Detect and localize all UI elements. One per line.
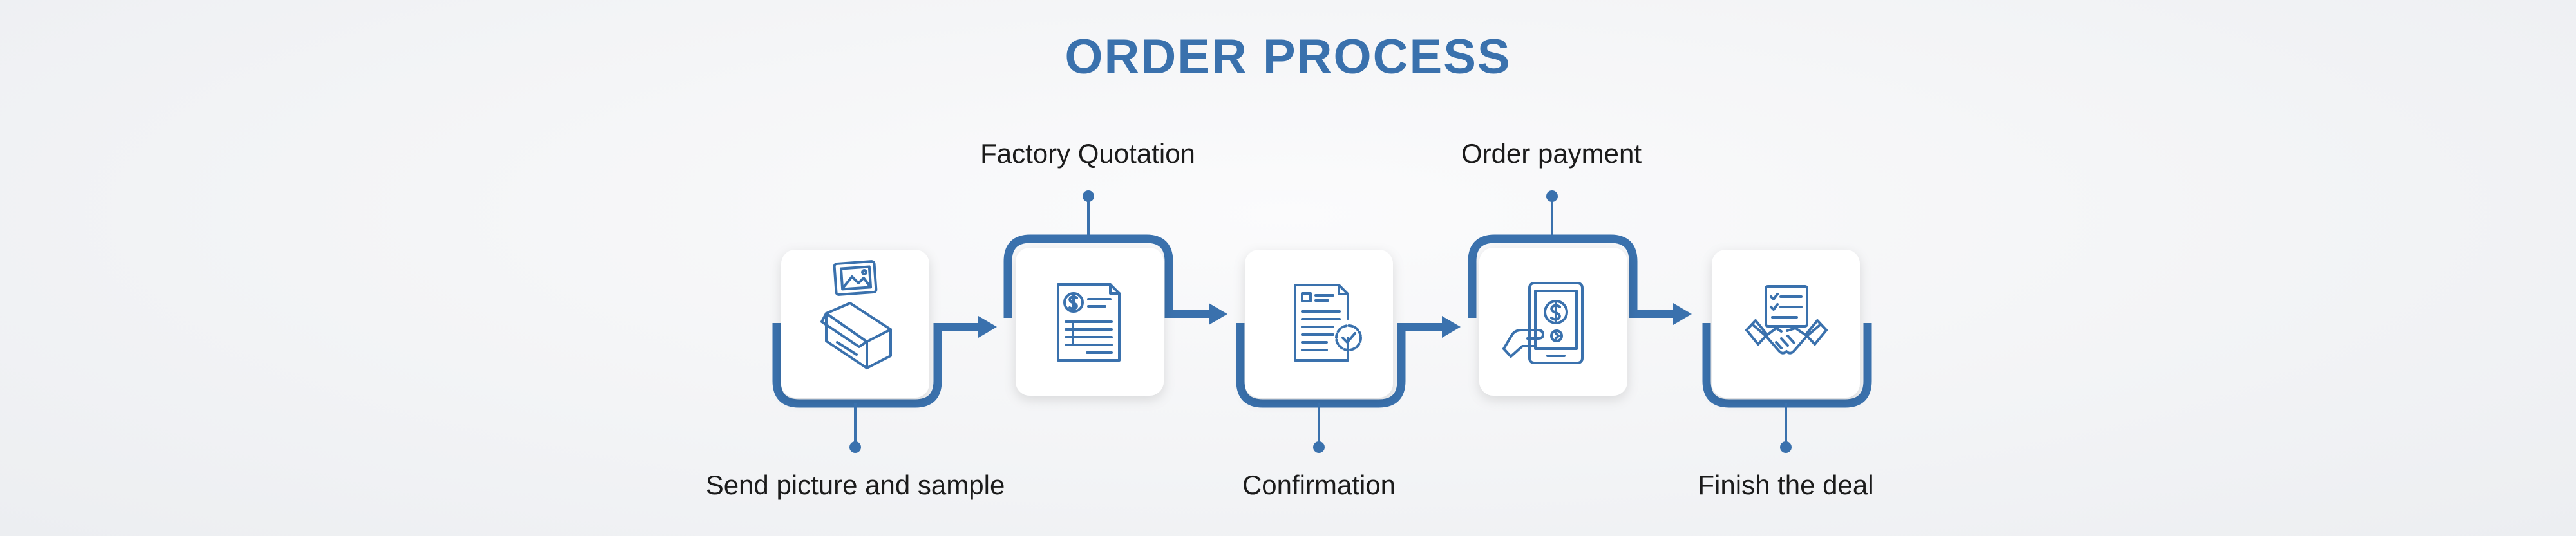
step-1-card <box>772 250 942 453</box>
step-3-card <box>1236 250 1406 453</box>
arrow-4-to-5 <box>1633 303 1692 325</box>
step-label-order-payment: Order payment <box>1461 138 1642 169</box>
step-5-card <box>1702 250 1872 453</box>
mobile-payment-icon <box>1502 282 1584 364</box>
step-2-card <box>1003 190 1173 396</box>
approved-document-icon <box>1294 284 1362 362</box>
step-4-card <box>1468 190 1638 396</box>
scanner-photo-icon <box>820 260 892 369</box>
handshake-contract-icon <box>1745 285 1828 355</box>
dollar-invoice-icon <box>1057 283 1121 362</box>
arrow-3-to-4 <box>1401 316 1461 338</box>
step-label-send-picture: Send picture and sample <box>705 470 1005 500</box>
step-label-factory-quotation: Factory Quotation <box>980 138 1195 169</box>
arrow-2-to-3 <box>1169 303 1227 325</box>
page-title: ORDER PROCESS <box>1065 30 1511 84</box>
arrow-1-to-2 <box>938 316 997 338</box>
step-label-confirmation: Confirmation <box>1242 470 1396 500</box>
step-label-finish-deal: Finish the deal <box>1698 470 1874 500</box>
